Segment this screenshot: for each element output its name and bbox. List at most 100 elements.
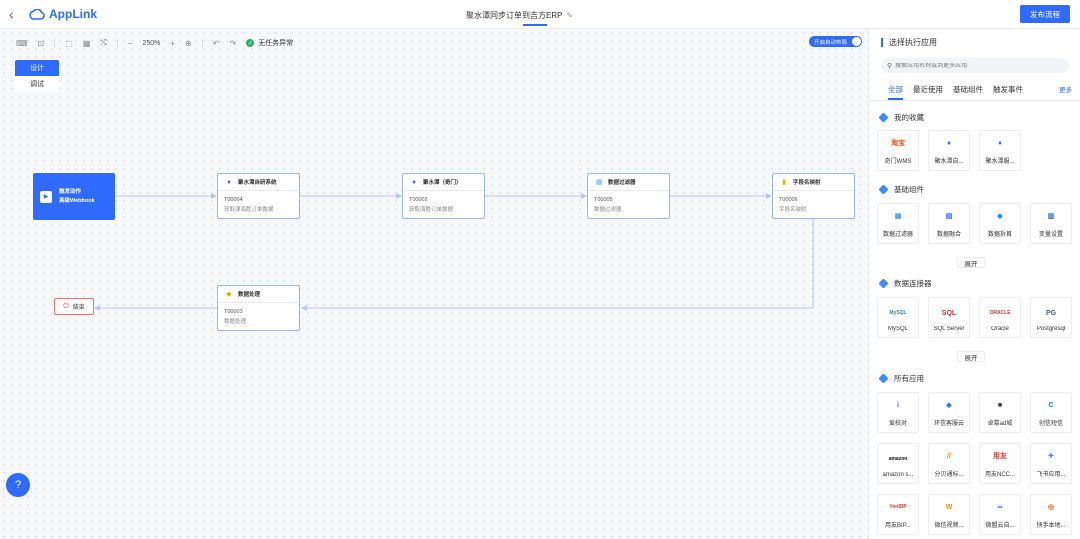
basic-grid: ▦数据过滤器▤数据融合◆数据拆首▥变量设置 xyxy=(877,203,1072,244)
app-card-label: 分贝通标... xyxy=(934,472,964,478)
arrow-end xyxy=(94,305,100,311)
flow-node-t00002[interactable]: ♦聚水潭（奇门） T00002 获取海胜订单数据 xyxy=(402,173,485,219)
app-logo-icon: MySQL xyxy=(889,310,907,316)
app-card-label: 数据融合 xyxy=(936,232,961,238)
toggle-knob xyxy=(852,37,861,46)
help-icon[interactable]: ? xyxy=(6,473,30,497)
fit-view-icon[interactable]: ⊕ xyxy=(185,38,192,48)
trigger-node[interactable]: ▶ 触发动作 高级Webhook xyxy=(33,173,115,220)
tab-all[interactable]: 全部 xyxy=(888,85,903,100)
auto-layout-label: 开启自动布局 xyxy=(814,39,848,46)
section-basic: 基础组件 xyxy=(878,184,924,195)
app-card[interactable]: 用友用友NCC... xyxy=(979,443,1021,484)
app-card-label: 快手本地... xyxy=(1036,523,1066,529)
expand-basic-button[interactable]: 展开 xyxy=(957,257,985,268)
node-title: 字段名映射 xyxy=(793,180,821,186)
undo-icon[interactable]: ↶ xyxy=(212,38,220,48)
shuffle-icon[interactable]: ⤭ xyxy=(100,38,107,47)
zoom-out-icon[interactable]: − xyxy=(127,38,133,48)
flow-node-t00005[interactable]: ▦数据过滤器 T00005 数据过滤器 xyxy=(587,173,670,219)
search-input[interactable] xyxy=(895,62,1066,69)
search-box[interactable]: ⚲ xyxy=(881,58,1069,73)
screenshot-icon[interactable]: ⊡ xyxy=(37,38,45,48)
jst-icon: ♦ xyxy=(227,178,231,186)
app-card[interactable]: ▥变量设置 xyxy=(1030,203,1072,244)
flow-node-t00006[interactable]: ▮字段名映射 T00006 字段名映射 xyxy=(772,173,855,219)
node-code: T00003 xyxy=(224,309,243,315)
tab-debug[interactable]: 调试 xyxy=(15,76,59,92)
app-card-label: 微盟云自... xyxy=(985,523,1015,529)
app-logo-icon: SQL xyxy=(941,309,957,317)
flow-node-t00003[interactable]: ◆数据处理 T00003 数据处理 xyxy=(217,285,300,331)
node-title: 聚水潭（奇门） xyxy=(423,180,462,186)
play-icon: ▶ xyxy=(40,190,52,203)
app-card-label: 数据拆首 xyxy=(987,232,1012,238)
app-card-label: 微信视频... xyxy=(934,523,964,529)
canvas-toolbar: ⌨ ⊡ ⬚ ▦ ⤭ − 250% + ⊕ ↶ ↷ ✓ 无任务异常 xyxy=(16,36,293,50)
app-card[interactable]: ♦ 聚水潭自... xyxy=(928,130,970,171)
app-logo-icon: ◎ xyxy=(1047,504,1055,511)
app-card-label: 聚水潭自... xyxy=(934,159,964,165)
section-favorites: 我的收藏 xyxy=(878,112,924,123)
app-card[interactable]: ◎ 快手本地... xyxy=(1030,494,1072,535)
tab-design[interactable]: 设计 xyxy=(15,60,59,76)
app-card-label: 创信短信 xyxy=(1038,421,1063,427)
app-card[interactable]: //分贝通标... xyxy=(928,443,970,484)
app-card-label: 奇门WMS xyxy=(884,159,912,165)
app-card[interactable]: ♦聚水潭服... xyxy=(979,130,1021,171)
zoom-in-icon[interactable]: + xyxy=(170,38,176,48)
app-logo-icon: ♦ xyxy=(947,139,951,147)
filter-icon: ▦ xyxy=(595,179,603,186)
status-text: 无任务异常 xyxy=(258,40,294,47)
chevron-left-icon[interactable]: ‹ xyxy=(9,6,14,22)
app-card[interactable]: ∞微盟云自... xyxy=(979,494,1021,535)
app-card-label: amazon s... xyxy=(882,472,914,478)
app-card[interactable]: ▦数据过滤器 xyxy=(877,203,919,244)
app-logo-icon: PG xyxy=(1045,309,1057,317)
flow-edges xyxy=(94,193,814,311)
app-card-label: 用友BIP... xyxy=(885,523,911,529)
flow-canvas[interactable]: ⌨ ⊡ ⬚ ▦ ⤭ − 250% + ⊕ ↶ ↷ ✓ 无任务异常 开启自动布局 … xyxy=(0,29,868,539)
app-card[interactable]: ◈环信客服云 xyxy=(928,392,970,433)
app-card[interactable]: 淘宝奇门WMS xyxy=(877,130,919,171)
app-card[interactable]: MySQL MySQL xyxy=(877,297,919,338)
node-desc: 获取海胜订单数据 xyxy=(409,207,454,213)
redo-icon[interactable]: ↷ xyxy=(229,38,237,48)
publish-button[interactable]: 发布流程 xyxy=(1020,5,1070,23)
grid-icon[interactable]: ▦ xyxy=(82,38,91,48)
cloud-logo-icon xyxy=(29,8,45,20)
app-card-label: 卓慕ad城 xyxy=(987,421,1013,427)
mode-tabs: 设计 调试 xyxy=(15,60,59,92)
app-card[interactable]: ▤数据融合 xyxy=(928,203,970,244)
edit-icon[interactable]: ✎ xyxy=(566,11,574,20)
end-node[interactable]: ⏻ 结束 xyxy=(54,298,94,315)
logo: AppLink xyxy=(29,7,97,21)
app-card[interactable]: ✈飞书应用... xyxy=(1030,443,1072,484)
tab-triggers[interactable]: 触发事件 xyxy=(993,85,1023,94)
auto-layout-toggle[interactable]: 开启自动布局 xyxy=(809,36,862,47)
flow-node-t00004[interactable]: ♦聚水潭自研系统 T00004 获取津海胜订单数据 xyxy=(217,173,300,219)
keyboard-icon[interactable]: ⌨ xyxy=(16,38,28,48)
select-icon[interactable]: ⬚ xyxy=(65,38,73,48)
tab-recent[interactable]: 最近使用 xyxy=(913,85,943,94)
app-card[interactable]: ◆数据拆首 xyxy=(979,203,1021,244)
more-link[interactable]: 更多 xyxy=(1059,87,1072,94)
top-bar: ‹ AppLink 聚水潭同步订单到吉方ERP ✎ 发布流程 xyxy=(0,0,1080,29)
edge-node4-to-node5 xyxy=(305,219,814,309)
app-card[interactable]: ■卓慕ad城 xyxy=(979,392,1021,433)
cube-icon xyxy=(878,373,889,384)
zoom-level: 250% xyxy=(142,39,161,47)
tab-basic[interactable]: 基础组件 xyxy=(953,85,983,94)
expand-connectors-button[interactable]: 展开 xyxy=(957,351,985,362)
app-card-label: MySQL xyxy=(887,326,908,332)
